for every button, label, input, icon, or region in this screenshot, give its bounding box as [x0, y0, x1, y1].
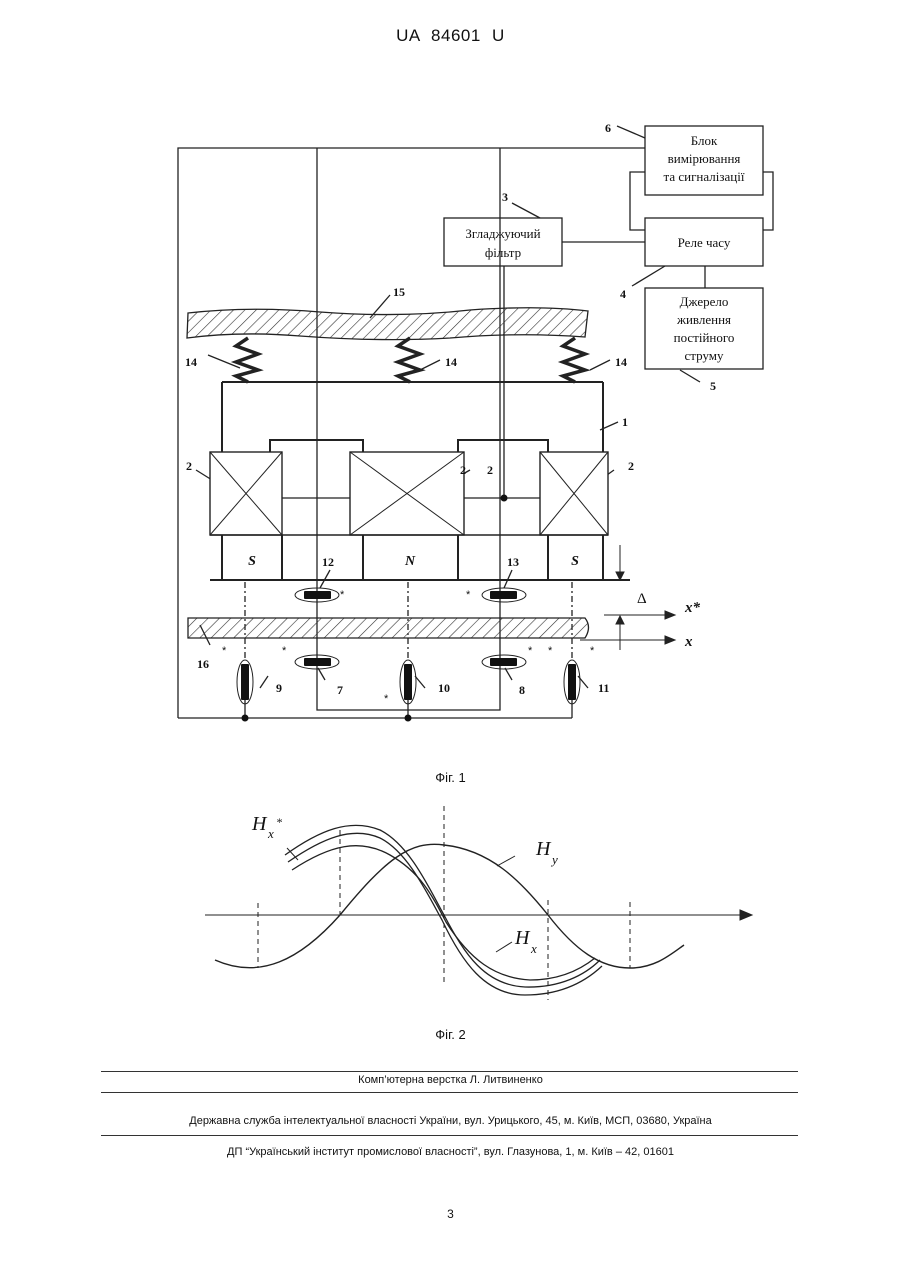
- ref-14b: 14: [445, 355, 457, 369]
- workpiece-16: [188, 618, 589, 638]
- axis-x-label: x: [684, 634, 693, 650]
- measure-block-line1: Блок: [691, 133, 718, 148]
- ref-2a: 2: [186, 459, 192, 473]
- pole-right: S: [571, 554, 579, 569]
- source-block-line1: Джерело: [680, 294, 729, 309]
- ref-4: 4: [620, 287, 626, 301]
- star-7: *: [282, 645, 287, 657]
- spring-left: [236, 338, 258, 382]
- footer-rule-2: [101, 1092, 798, 1093]
- pole-left: S: [248, 554, 256, 569]
- ref-3: 3: [502, 190, 508, 204]
- ref-6: 6: [605, 121, 611, 135]
- ref-14a: 14: [185, 355, 197, 369]
- measure-block-line2: вимірювання: [668, 151, 741, 166]
- star-9: *: [222, 645, 227, 657]
- filter-block-line1: Згладжуючий: [465, 226, 540, 241]
- gap-delta-label: Δ: [637, 591, 647, 607]
- ref-7: 7: [337, 683, 343, 697]
- star-11a: *: [548, 645, 553, 657]
- ref-2b: 2: [460, 463, 466, 477]
- ref-15: 15: [393, 285, 405, 299]
- footer-rule-1: [101, 1071, 798, 1072]
- spring-right: [563, 338, 585, 382]
- source-block-line4: струму: [685, 348, 724, 363]
- ref-9: 9: [276, 681, 282, 695]
- ref-10: 10: [438, 681, 450, 695]
- ref-14c: 14: [615, 355, 627, 369]
- ref-1: 1: [622, 415, 628, 429]
- ref-2d: 2: [628, 459, 634, 473]
- source-block-line2: живлення: [676, 312, 731, 327]
- star-11: *: [590, 645, 595, 657]
- source-block-line3: постійного: [674, 330, 735, 345]
- star-13: *: [466, 589, 471, 601]
- filter-block-line2: фільтр: [485, 245, 521, 260]
- star-12: *: [340, 589, 345, 601]
- footer-agency: Державна служба інтелектуальної власност…: [0, 1115, 901, 1127]
- ref-5: 5: [710, 379, 716, 393]
- measure-block-line3: та сигналізації: [664, 169, 745, 184]
- footer-rule-3: [101, 1135, 798, 1136]
- ref-16: 16: [197, 657, 209, 671]
- base-plate-15: [187, 308, 588, 340]
- page-number: 3: [0, 1207, 901, 1221]
- footer-layout: Комп’ютерна верстка Л. Литвиненко: [0, 1074, 901, 1086]
- figure-1-caption: Фіг. 1: [0, 770, 901, 785]
- ref-8: 8: [519, 683, 525, 697]
- pole-middle: N: [404, 554, 416, 569]
- footer-institute: ДП “Український інститут промислової вла…: [0, 1146, 901, 1158]
- axis-x-star-label: x*: [684, 600, 701, 616]
- ref-11: 11: [598, 681, 609, 695]
- relay-block-label: Реле часу: [678, 235, 731, 250]
- ref-13: 13: [507, 555, 519, 569]
- ref-12: 12: [322, 555, 334, 569]
- figure-2-caption: Фіг. 2: [0, 1027, 901, 1042]
- star-8: *: [528, 645, 533, 657]
- spring-middle: [398, 338, 420, 382]
- junction-dot: [501, 495, 508, 502]
- ref-2c: 2: [487, 463, 493, 477]
- star-10: *: [384, 693, 389, 705]
